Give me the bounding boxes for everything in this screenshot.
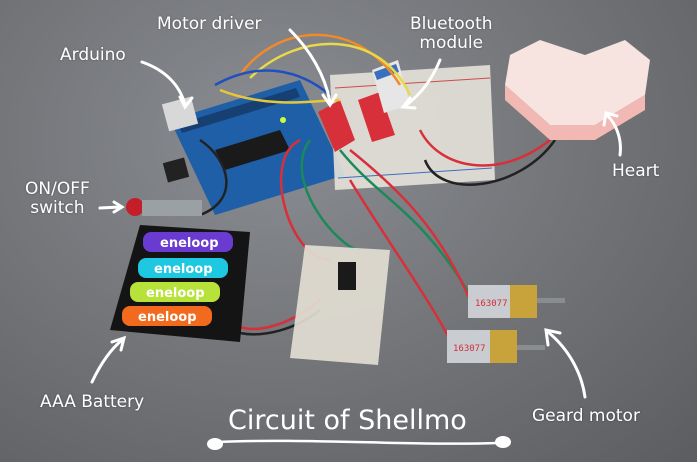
annotation-arrows <box>90 28 622 399</box>
arrowhead-arduino-icon <box>178 95 194 110</box>
arduino-board <box>161 80 345 215</box>
battery-brand-2: eneloop <box>154 262 213 277</box>
power-jack <box>162 157 190 183</box>
label-arduino: Arduino <box>60 45 126 65</box>
battery-orange <box>122 306 212 326</box>
arrow-heart-icon <box>605 113 622 157</box>
gear-motor-2: 163077 <box>447 330 545 363</box>
usb-port <box>161 96 199 132</box>
arrowhead-bluetooth-icon <box>400 96 417 110</box>
battery-cyan <box>138 258 228 278</box>
breadboard-large <box>330 65 495 190</box>
label-switch-line2: switch <box>30 198 85 218</box>
capacitor <box>338 262 356 290</box>
motor-code-1: 163077 <box>475 299 508 309</box>
label-switch: ON/OFF switch <box>25 180 90 218</box>
label-switch-line1: ON/OFF <box>25 179 90 199</box>
heart-object <box>505 40 650 140</box>
battery-pack: eneloop eneloop eneloop eneloop <box>110 225 250 342</box>
switch-object <box>126 198 202 216</box>
arrow-arduino-icon <box>140 60 187 107</box>
battery-brand-3: eneloop <box>146 286 205 301</box>
label-battery: AAA Battery <box>40 392 145 412</box>
arrowhead-motor-icon <box>544 328 562 347</box>
label-heart: Heart <box>612 161 660 181</box>
battery-brand-1: eneloop <box>160 236 219 251</box>
arrowhead-battery-icon <box>110 335 127 352</box>
label-motor: Geard motor <box>532 406 640 426</box>
image-title: Circuit of Shellmo <box>228 405 467 436</box>
arrow-motor-driver-icon <box>288 28 332 104</box>
battery-green <box>130 282 220 302</box>
arrow-battery-icon <box>90 338 124 384</box>
atmega-chip <box>215 130 290 170</box>
battery-brand-4: eneloop <box>138 310 197 325</box>
arrow-motor-icon <box>546 330 587 399</box>
title-underline <box>207 436 511 450</box>
battery-purple <box>143 232 233 252</box>
label-bluetooth: Bluetooth module <box>410 15 493 53</box>
arrow-bluetooth-icon <box>403 58 442 108</box>
label-bluetooth-line2: module <box>419 33 484 53</box>
breadboard-small <box>290 245 390 365</box>
arrow-switch-icon <box>98 205 122 210</box>
gear-motor-1: 163077 <box>468 285 565 318</box>
arrowhead-motor-driver-icon <box>321 93 338 108</box>
motor-driver-boards <box>318 92 395 152</box>
label-motor-driver: Motor driver <box>157 14 262 34</box>
arrowhead-heart-icon <box>602 111 619 127</box>
shell-right-icon <box>495 436 511 448</box>
arrowhead-switch-icon <box>112 200 125 214</box>
label-bluetooth-line1: Bluetooth <box>410 14 493 34</box>
motor-code-2: 163077 <box>453 344 486 354</box>
shell-left-icon <box>207 438 223 450</box>
